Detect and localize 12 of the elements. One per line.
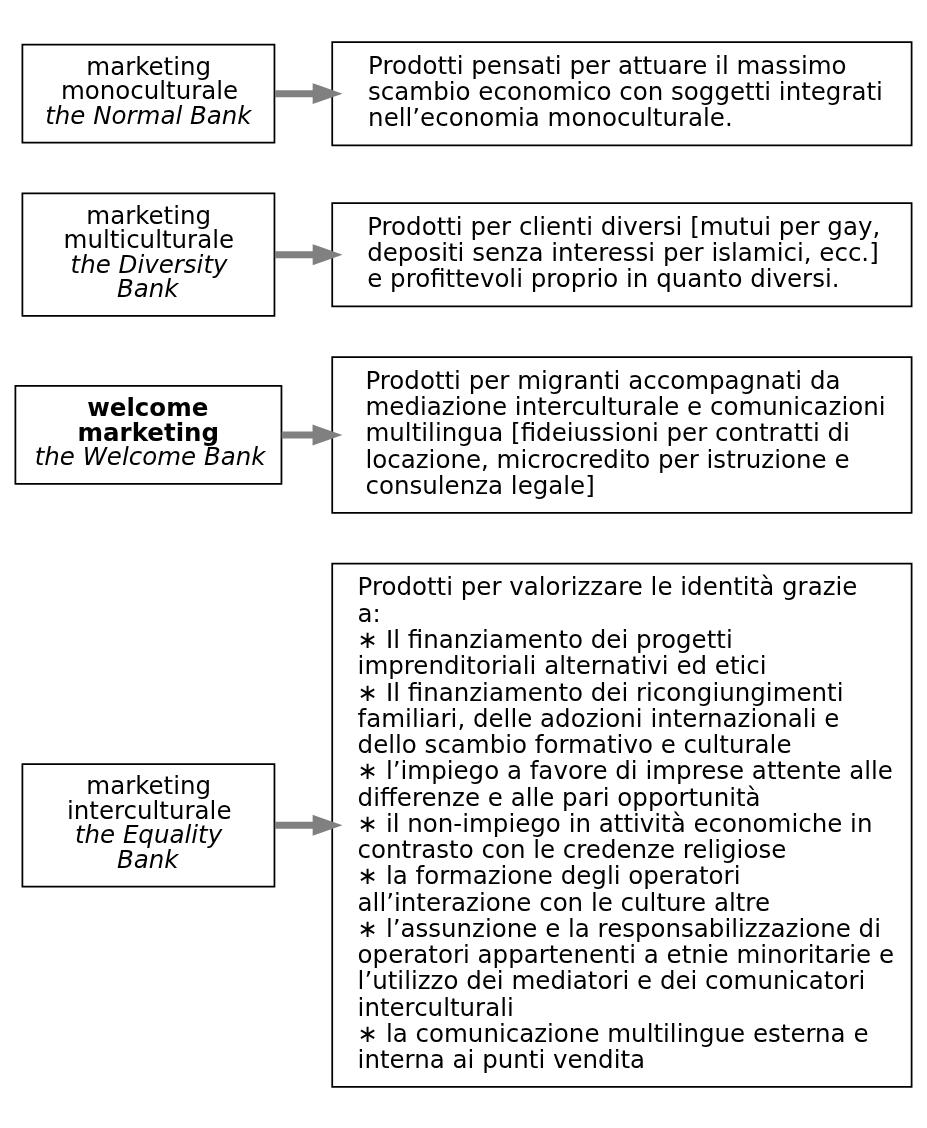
node-box: welcome marketing the Welcome Bank [14, 384, 283, 485]
arrow [274, 814, 343, 836]
arrow [274, 243, 343, 265]
node-box: marketing monoculturale the Normal Bank [21, 43, 276, 144]
node-box: marketing multiculturale the Diversity Bank [21, 192, 276, 317]
node-box: Prodotti per clienti diversi [mutui per gay, depositi senza interessi per islamici, ecc.] e profittevoli proprio in quanto diversi. [331, 201, 913, 307]
node-box: Prodotti pensati per attuare il massimo scambio economico con soggetti integrati nell’economia monoculturale. [331, 40, 913, 146]
arrow [274, 82, 343, 104]
node-box: marketing interculturale the Equality Bank [21, 762, 276, 887]
arrow [281, 424, 343, 445]
node-box: Prodotti per migranti accompagnati da mediazione interculturale e comunicazioni multilingua [fideiussioni per contratti di locazione, microcredito per istruzione e consulenza legale] [331, 355, 913, 514]
node-box: Prodotti per valorizzare le identità grazie a: ∗ Il finanziamento dei progetti imprenditoriali alternativi ed etici ∗ Il finanziamento dei ricongiungimenti familiari, delle adozioni internazionali e dello scambio formativo e culturale ∗ l’impiego a favore di imprese attente alle differenze e alle pari opportunità ∗ il non-impiego in attività economiche in contrasto con le credenze religiose ∗ la formazione degli operatori all’interazione con le culture altre ∗ l’assunzione e la responsabilizzazione di operatori appartenenti a etnie minoritarie e l’utilizzo dei mediatori e dei comunicatori interculturali ∗ la comunicazione multilingue esterna e interna ai punti vendita [331, 562, 913, 1088]
